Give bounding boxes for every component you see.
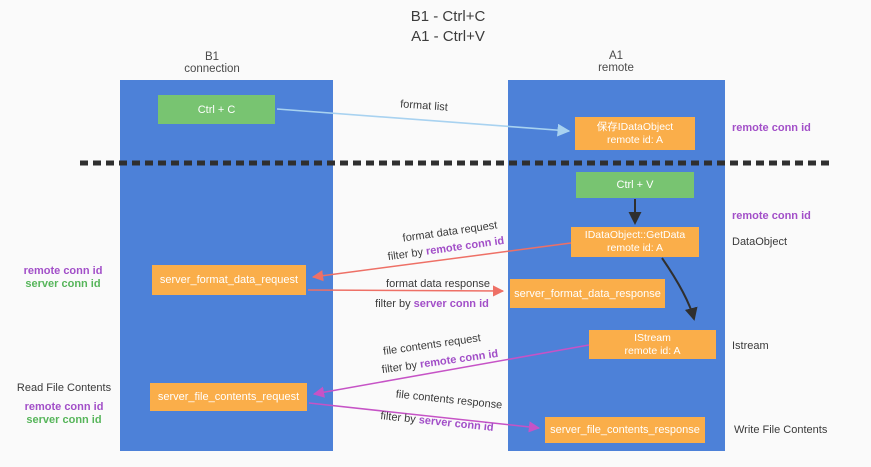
remote-conn-id-text: remote conn id bbox=[419, 347, 499, 371]
node-server-file-contents-response: server_file_contents_response bbox=[545, 417, 705, 443]
edge-label-file-contents-response: file contents response bbox=[395, 388, 503, 412]
left-mid-ids: remote conn id server conn id bbox=[16, 265, 110, 291]
diagram-title: B1 - Ctrl+C A1 - Ctrl+V bbox=[348, 7, 548, 47]
lane-header-b1: B1 connection bbox=[152, 51, 272, 75]
node-ctrl-c-label: Ctrl + C bbox=[197, 103, 236, 116]
left-server-conn-id: server conn id bbox=[25, 278, 101, 290]
node-istream: IStream remote id: A bbox=[589, 330, 716, 359]
filter-by-text: filter by bbox=[381, 358, 421, 377]
dataobject-label: DataObject bbox=[732, 236, 788, 248]
server-conn-id-text: server conn id bbox=[413, 298, 489, 310]
write-file-contents-label: Write File Contents bbox=[734, 424, 828, 436]
node-save-idataobject: 保存IDataObject remote id: A bbox=[575, 117, 695, 150]
lane-a1-role: remote bbox=[598, 62, 634, 74]
edge-label-filter-server-2: filter by server conn id bbox=[380, 410, 494, 434]
node-ctrl-v: Ctrl + V bbox=[576, 172, 694, 198]
filter-by-text: filter by bbox=[379, 410, 420, 427]
left-remote-conn-id: remote conn id bbox=[23, 265, 103, 277]
server-conn-id-text: server conn id bbox=[418, 414, 495, 434]
node-save-line1: 保存IDataObject bbox=[596, 120, 674, 133]
arrow-format-data-response bbox=[307, 285, 505, 297]
read-file-contents-label: Read File Contents bbox=[16, 382, 112, 394]
node-getdata-line1: IDataObject::GetData bbox=[584, 229, 686, 241]
title-line-2: A1 - Ctrl+V bbox=[411, 28, 485, 45]
filter-by-text: filter by bbox=[375, 298, 414, 310]
edge-label-filter-server-1: filter by server conn id bbox=[375, 298, 489, 310]
filter-by-text: filter by bbox=[387, 245, 427, 264]
left-bottom-ids: Read File Contents remote conn id server… bbox=[12, 382, 116, 427]
node-idataobject-getdata: IDataObject::GetData remote id: A bbox=[571, 227, 699, 257]
lane-header-a1: A1 remote bbox=[556, 50, 676, 74]
node-sfdreq-label: server_format_data_request bbox=[159, 274, 299, 286]
node-save-line2: remote id: A bbox=[606, 133, 664, 146]
istream-label: Istream bbox=[732, 340, 769, 352]
node-ctrl-v-label: Ctrl + V bbox=[616, 179, 654, 191]
node-sfdresp-label: server_format_data_response bbox=[514, 287, 661, 300]
node-sfcreq-label: server_file_contents_request bbox=[157, 391, 300, 403]
node-sfcresp-label: server_file_contents_response bbox=[550, 424, 700, 436]
node-server-format-data-request: server_format_data_request bbox=[152, 265, 306, 295]
node-istream-line2: remote id: A bbox=[624, 344, 681, 357]
node-getdata-line2: remote id: A bbox=[606, 242, 664, 254]
left-bottom-remote-conn-id: remote conn id bbox=[24, 401, 104, 413]
lane-b1-role: connection bbox=[184, 63, 240, 75]
lane-a1-name: A1 bbox=[608, 50, 624, 62]
title-line-1: B1 - Ctrl+C bbox=[410, 8, 486, 25]
node-ctrl-c: Ctrl + C bbox=[158, 95, 275, 124]
node-server-file-contents-request: server_file_contents_request bbox=[150, 383, 307, 411]
edge-label-format-data-response: format data response bbox=[386, 278, 490, 290]
right-remote-conn-id-mid: remote conn id bbox=[732, 210, 811, 222]
left-bottom-server-conn-id: server conn id bbox=[26, 414, 102, 426]
right-remote-conn-id-top: remote conn id bbox=[732, 122, 811, 134]
lane-b1-name: B1 bbox=[204, 51, 220, 63]
node-istream-line1: IStream bbox=[634, 331, 671, 344]
node-server-format-data-response: server_format_data_response bbox=[510, 279, 665, 308]
edge-label-format-list: format list bbox=[399, 98, 449, 114]
